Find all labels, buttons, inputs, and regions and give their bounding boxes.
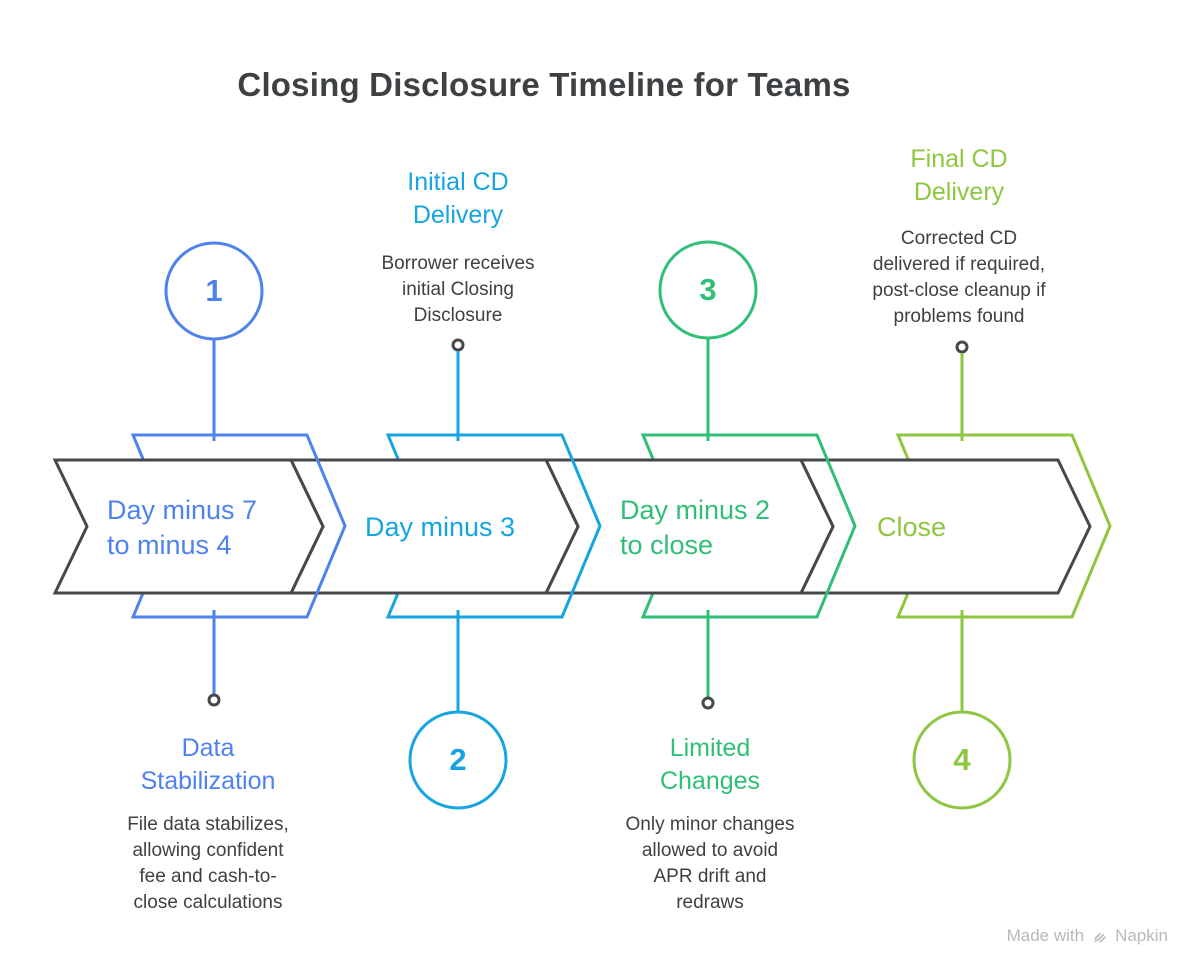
stage-1-body-chevron xyxy=(52,458,325,595)
stage-1-chevron-group xyxy=(52,433,347,619)
stage-1-callout-body: File data stabilizes, allowing confident… xyxy=(127,814,289,913)
page-title: Closing Disclosure Timeline for Teams xyxy=(237,66,851,103)
stage-3-connector-dot xyxy=(701,696,715,710)
stage-3-number: 3 xyxy=(699,272,717,307)
stage-2-callout-body: Borrower receives initial Closing Disclo… xyxy=(381,253,535,326)
stage-1-connector-dot xyxy=(207,693,221,707)
stage-1-number: 1 xyxy=(205,273,223,308)
stage-4-number-circle xyxy=(912,710,1012,810)
stage-2-number-circle xyxy=(408,710,508,810)
stage-4-callout-body: Corrected CD delivered if required, post… xyxy=(872,228,1046,327)
watermark-brand: Napkin xyxy=(1115,926,1168,945)
watermark-prefix: Made with xyxy=(1006,926,1085,945)
stage-2-number: 2 xyxy=(449,742,467,777)
stage-2-connector-dot xyxy=(451,338,465,352)
watermark: Made with Napkin xyxy=(1007,926,1168,946)
stage-1-callout-title: Data Stabilization xyxy=(140,734,276,795)
napkin-logo-icon xyxy=(1091,928,1108,945)
stage-3-label: Day minus 2 to close xyxy=(620,495,771,560)
stage-2-callout-title: Initial CD Delivery xyxy=(407,168,509,229)
stage-4-callout-title: Final CD Delivery xyxy=(910,145,1008,206)
stage-1-label: Day minus 7 to minus 4 xyxy=(107,495,258,560)
stage-4-connector-dot xyxy=(955,340,969,354)
stage-3-callout-body: Only minor changes allowed to avoid APR … xyxy=(625,814,795,913)
stage-4-number: 4 xyxy=(953,742,971,777)
stage-4-label: Close xyxy=(877,512,947,542)
stage-2-label: Day minus 3 xyxy=(365,512,516,542)
stage-3-callout-title: Limited Changes xyxy=(659,734,761,795)
